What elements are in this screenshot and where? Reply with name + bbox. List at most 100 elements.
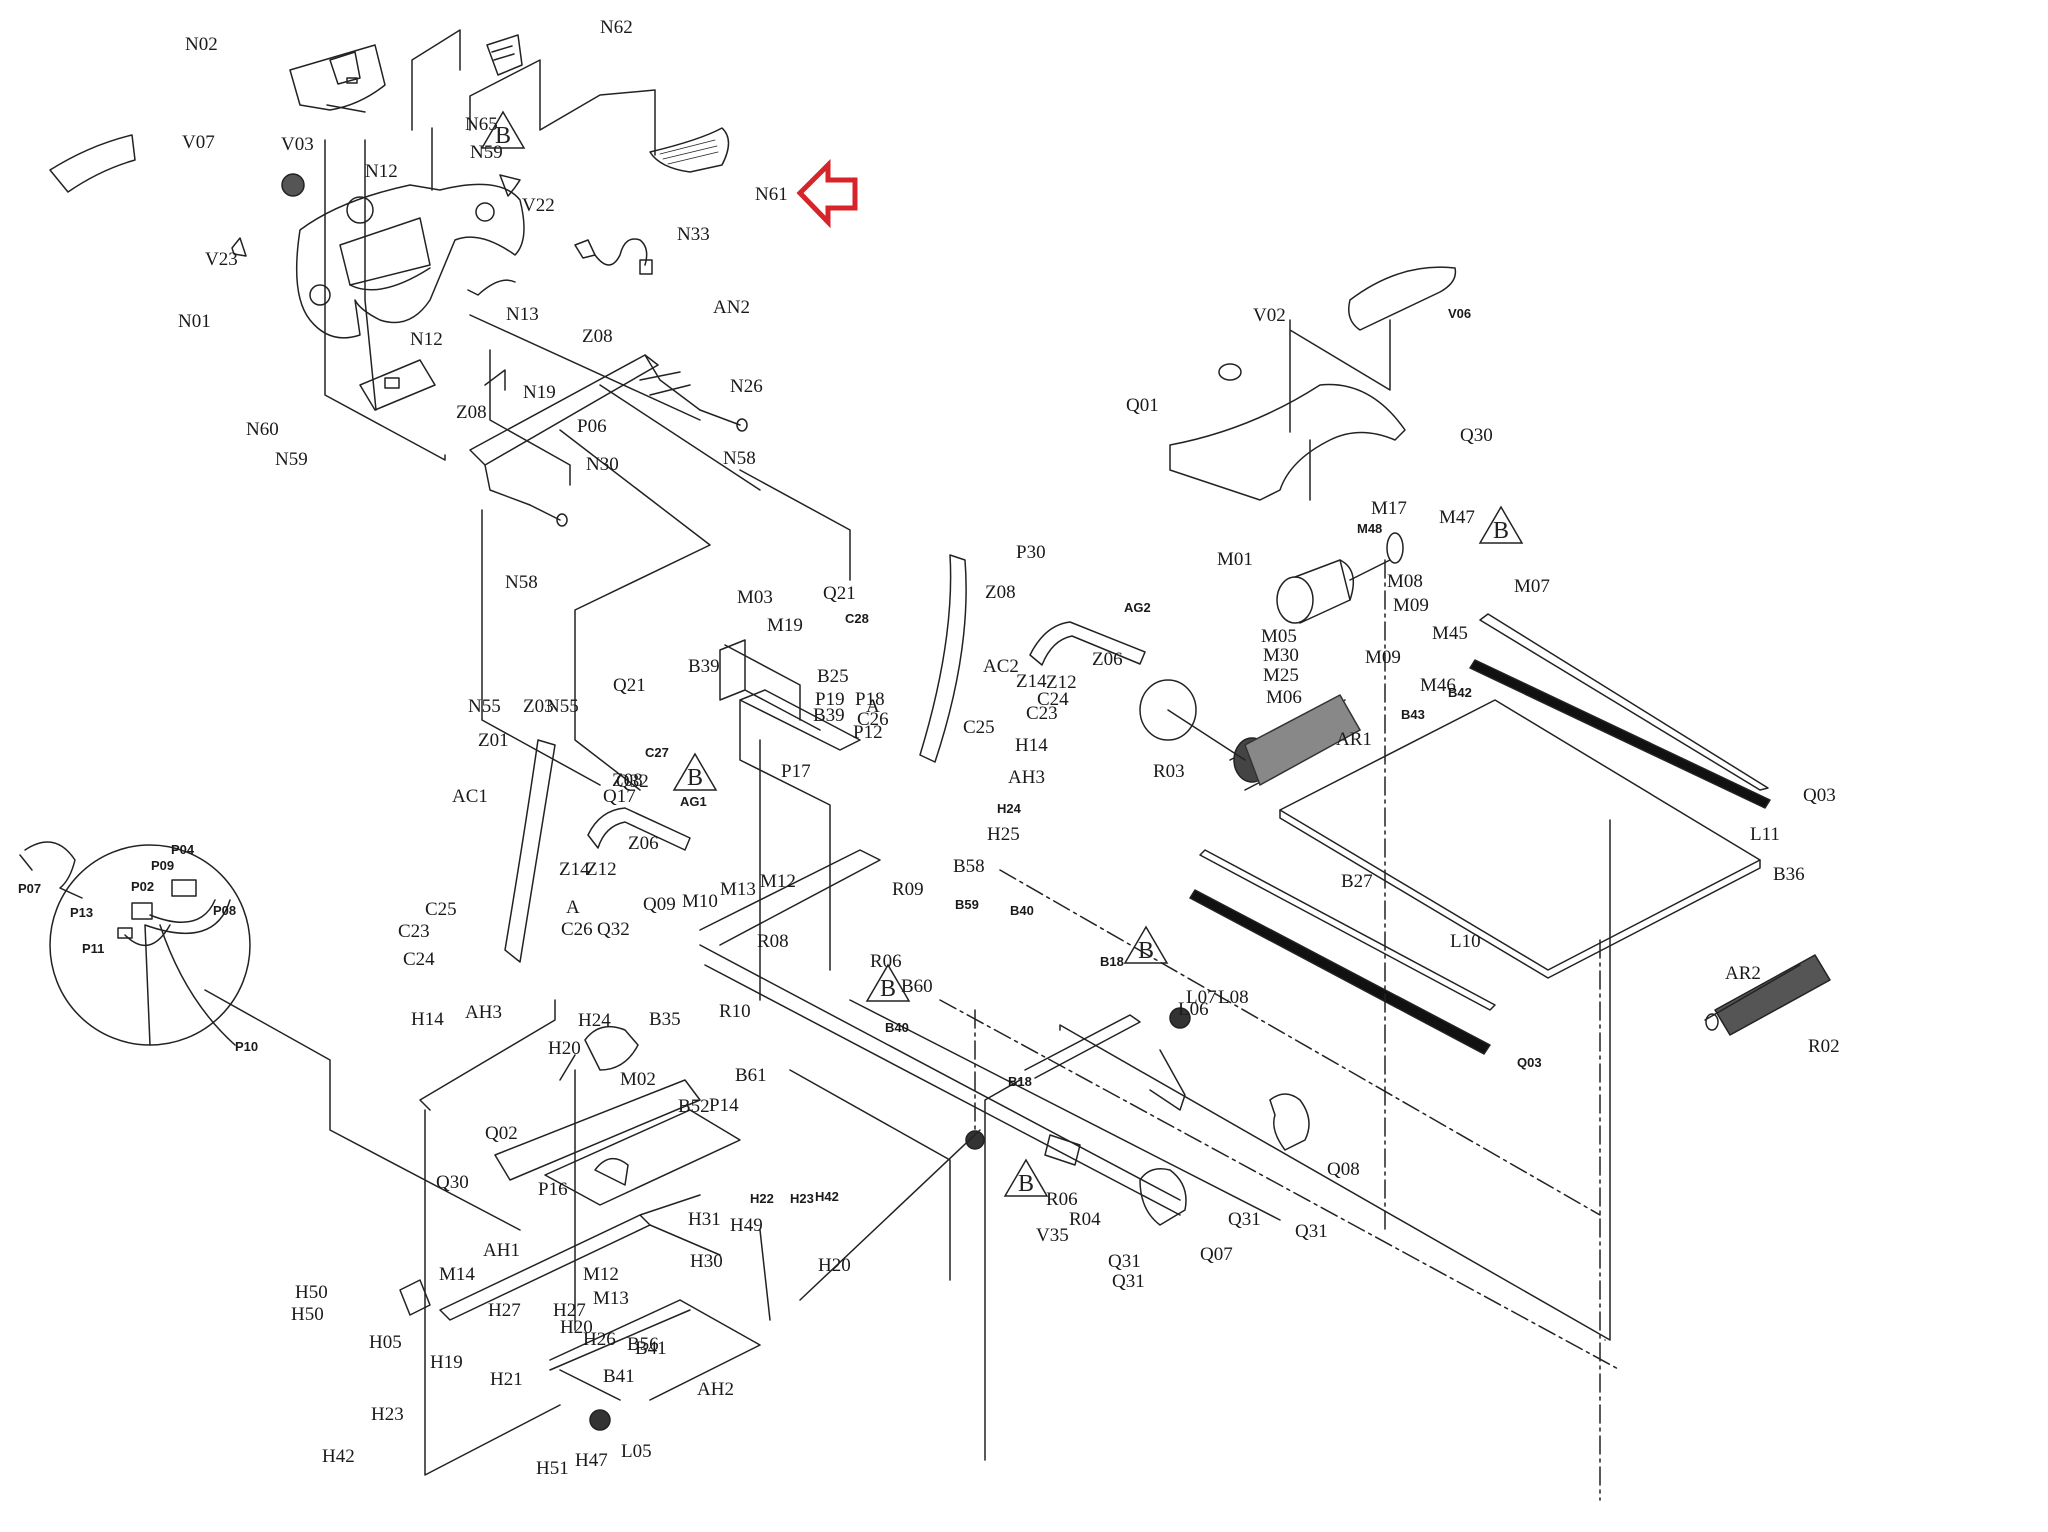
part-label-z14: Z14 [1016, 671, 1047, 692]
part-label-h14: H14 [1015, 735, 1048, 756]
part-label-m47: M47 [1439, 507, 1475, 528]
part-label-v07: V07 [182, 132, 215, 153]
part-label-ah3: AH3 [465, 1002, 502, 1023]
keypad-n62 [486, 34, 523, 76]
part-label-l06: L06 [1178, 999, 1209, 1020]
part-label-h20: H20 [548, 1038, 581, 1059]
part-label-n59: N59 [275, 449, 308, 470]
part-label-p17: P17 [781, 761, 811, 782]
lift-motor-m02 [584, 1025, 639, 1071]
part-label-p10: P10 [235, 1039, 259, 1054]
revision-b-marker: B [1478, 505, 1524, 545]
part-label-q31: Q31 [1112, 1271, 1145, 1292]
overlay-v07 [49, 134, 136, 193]
part-label-m12: M12 [760, 871, 796, 892]
part-label-ac1: AC1 [452, 786, 488, 807]
part-label-r10: R10 [719, 1001, 751, 1022]
part-label-h26: H26 [583, 1329, 616, 1350]
part-label-p06: P06 [577, 416, 607, 437]
part-label-ar1: AR1 [1336, 729, 1372, 750]
board-chip [384, 377, 400, 389]
part-label-b42: B42 [1448, 685, 1472, 700]
wheel-l06 [1169, 1007, 1191, 1029]
part-label-z08: Z08 [985, 582, 1016, 603]
part-label-n61: N61 [755, 184, 788, 205]
revision-b-letter: B [1017, 1171, 1034, 1197]
part-label-m13: M13 [720, 879, 756, 900]
part-label-p30: P30 [1016, 542, 1046, 563]
motor-cover-q01 [1169, 383, 1406, 501]
part-label-h30: H30 [690, 1251, 723, 1272]
part-label-m09: M09 [1393, 595, 1429, 616]
part-label-n33: N33 [677, 224, 710, 245]
part-label-r08: R08 [757, 931, 789, 952]
part-label-n65: N65 [465, 114, 498, 135]
part-label-c24: C24 [403, 949, 435, 970]
part-label-q03: Q03 [1517, 1055, 1542, 1070]
part-label-b43: B43 [1401, 707, 1425, 722]
part-label-p11: P11 [82, 941, 105, 956]
part-label-h21: H21 [490, 1369, 523, 1390]
part-label-n30: N30 [586, 454, 619, 475]
part-label-ac2: AC2 [983, 656, 1019, 677]
part-label-b58: B58 [953, 856, 985, 877]
part-label-b27: B27 [1341, 871, 1373, 892]
grip-ag2 [1029, 621, 1146, 666]
part-label-c23: C23 [398, 921, 430, 942]
part-label-h47: H47 [575, 1450, 608, 1471]
part-label-h19: H19 [430, 1352, 463, 1373]
part-label-m02: M02 [620, 1069, 656, 1090]
revision-b-marker: B [480, 110, 526, 150]
part-label-p14: P14 [709, 1095, 739, 1116]
connector-p11 [117, 927, 133, 939]
rail-q03-bottom [1199, 849, 1496, 1011]
part-label-h20: H20 [560, 1317, 593, 1338]
part-label-n12: N12 [365, 161, 398, 182]
safety-key-n33 [574, 238, 653, 275]
part-label-r06: R06 [1046, 1189, 1078, 1210]
part-label-n13: N13 [506, 304, 539, 325]
part-label-n58: N58 [505, 572, 538, 593]
part-label-v35: V35 [1036, 1225, 1069, 1246]
part-label-c23: C23 [1026, 703, 1058, 724]
part-label-h23: H23 [371, 1404, 404, 1425]
part-label-b35: B35 [649, 1009, 681, 1030]
part-label-h23: H23 [790, 1191, 814, 1206]
part-label-n01: N01 [178, 311, 211, 332]
part-label-r09: R09 [892, 879, 924, 900]
revision-b-letter: B [494, 123, 511, 149]
keypad-n61 [649, 127, 730, 173]
motor-m01 [1276, 532, 1404, 624]
part-label-p07: P07 [18, 881, 42, 896]
part-label-n19: N19 [523, 382, 556, 403]
part-label-m06: M06 [1266, 687, 1302, 708]
console-display-housing [289, 44, 386, 111]
revision-b-letter: B [686, 765, 703, 791]
part-label-c24: C24 [1037, 689, 1069, 710]
part-label-n55: N55 [468, 696, 501, 717]
part-label-m05: M05 [1261, 626, 1297, 647]
part-label-q31: Q31 [1228, 1209, 1261, 1230]
rail-q03-top [1479, 613, 1769, 791]
part-label-v03: V03 [281, 134, 314, 155]
part-label-l10: L10 [1450, 931, 1481, 952]
part-label-n55: N55 [546, 696, 579, 717]
frame-b25 [739, 689, 861, 971]
part-label-l11: L11 [1750, 824, 1780, 845]
part-label-b25: B25 [817, 666, 849, 687]
part-label-p08: P08 [213, 903, 237, 918]
part-label-n62: N62 [600, 17, 633, 38]
part-label-an2: AN2 [713, 297, 750, 318]
part-label-p09: P09 [151, 858, 175, 873]
part-label-b56: B56 [627, 1334, 659, 1355]
part-label-m09: M09 [1365, 647, 1401, 668]
part-label-z03: Z03 [523, 696, 554, 717]
incline-frame-ah1 [399, 1194, 721, 1321]
part-label-ag1: AG1 [680, 794, 707, 809]
part-label-h42: H42 [322, 1446, 355, 1467]
part-label-h50: H50 [295, 1282, 328, 1303]
breaker-p04 [171, 879, 197, 897]
part-label-h27: H27 [488, 1300, 521, 1321]
part-label-c25: C25 [425, 899, 457, 920]
